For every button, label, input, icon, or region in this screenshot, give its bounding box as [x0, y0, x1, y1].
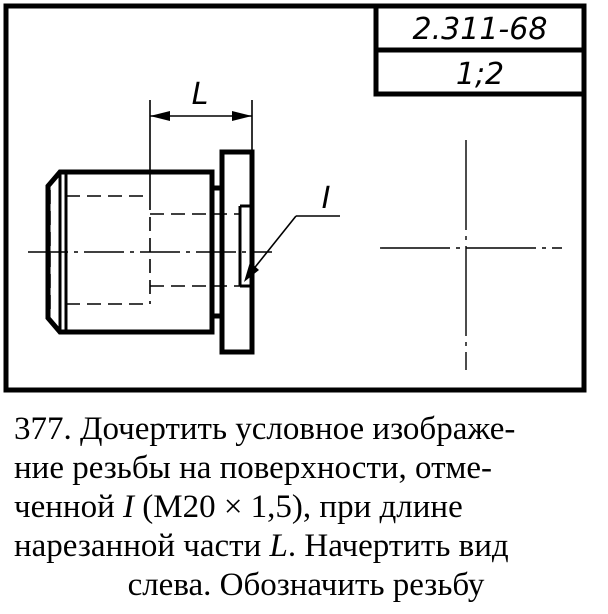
drawing-frame [3, 3, 587, 393]
standard-number: 2.311-68 [413, 12, 548, 47]
left-view-centerlines [380, 140, 562, 370]
technical-drawing: 2.311-68 1;2 L [3, 3, 587, 393]
leader-label-I: I [322, 181, 331, 216]
part-front-view [28, 149, 272, 355]
exercise-number: 377. [14, 411, 72, 447]
caption-line-1: 377. Дочертить условное изображе- [14, 410, 598, 449]
caption-line-5: слева. Обозначить резьбу [127, 567, 485, 603]
scale-label: 1;2 [456, 57, 504, 92]
exercise-caption: 377. Дочертить условное изображе- ние ре… [14, 410, 598, 605]
leader-I: I [244, 181, 340, 282]
caption-text-4c: . Начертить вид [287, 528, 509, 564]
dimension-label-L: L [192, 77, 209, 112]
caption-line-2: ние резьбы на поверхности, отме- [14, 450, 493, 486]
caption-length-mark: L [269, 528, 288, 564]
caption-text-1: Дочертить условное изображе- [80, 411, 516, 447]
title-block: 2.311-68 1;2 [373, 3, 587, 97]
caption-text-3a: ченной [14, 489, 115, 525]
caption-text-4a: нарезанной части [14, 528, 262, 564]
caption-surface-mark: I [122, 489, 134, 525]
caption-line-4: нарезанной части L. Начертить вид [14, 527, 598, 566]
dimension-L: L [149, 77, 253, 196]
caption-text-3c: (M20 × 1,5), при длине [142, 489, 463, 525]
caption-line-3: ченной I (M20 × 1,5), при длине [14, 488, 598, 527]
